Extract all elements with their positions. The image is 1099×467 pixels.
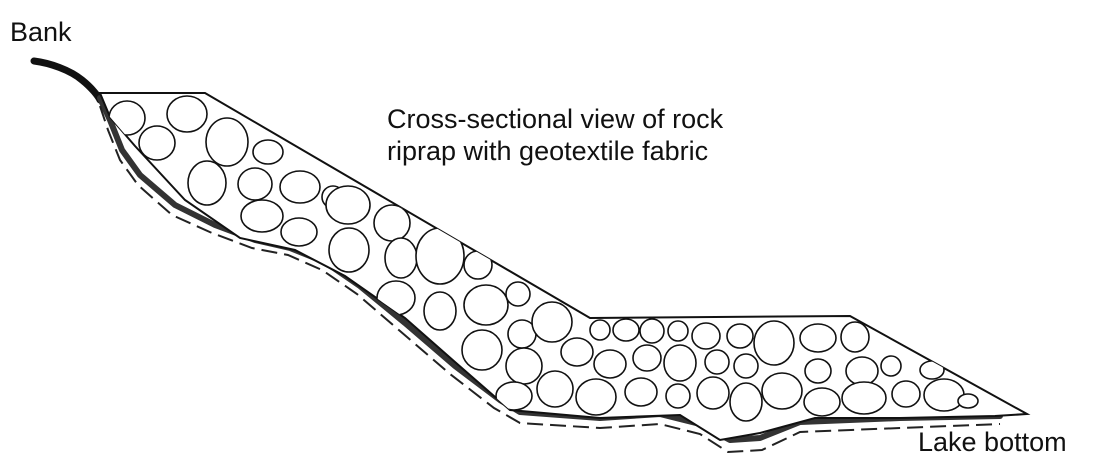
caption-line-2: riprap with geotextile fabric	[387, 135, 723, 167]
rock	[576, 379, 616, 415]
rock	[464, 251, 492, 279]
rock	[805, 359, 831, 383]
rock	[206, 118, 248, 166]
rock	[924, 379, 964, 411]
bank-label: Bank	[10, 16, 72, 48]
rock	[532, 302, 572, 342]
rock	[640, 319, 664, 343]
rock	[238, 168, 272, 200]
diagram-caption: Cross-sectional view of rock riprap with…	[387, 103, 723, 167]
rock	[594, 350, 626, 378]
rock	[625, 378, 657, 406]
rock	[762, 373, 802, 409]
rock	[697, 377, 729, 409]
rock	[664, 345, 696, 381]
rock	[424, 292, 456, 330]
rock	[800, 324, 836, 352]
rock	[537, 371, 573, 407]
rock	[506, 282, 530, 306]
rock	[804, 388, 840, 416]
rock	[462, 330, 502, 370]
lake-bottom-label: Lake bottom	[918, 426, 1067, 458]
rock	[590, 320, 610, 340]
rock	[881, 356, 901, 376]
rock	[496, 382, 532, 410]
rock	[668, 321, 688, 341]
rock	[385, 238, 417, 278]
rock	[892, 381, 920, 407]
rock	[958, 394, 978, 408]
rock	[167, 96, 207, 132]
rock	[613, 319, 639, 341]
caption-line-1: Cross-sectional view of rock	[387, 103, 723, 135]
rock	[281, 218, 317, 246]
rock	[633, 345, 661, 371]
rock	[280, 171, 320, 203]
rock	[727, 324, 753, 348]
rock	[241, 200, 283, 232]
rock	[464, 285, 508, 325]
rock	[416, 228, 464, 284]
rock	[377, 281, 415, 315]
rock	[841, 322, 869, 352]
bank-surface-line	[34, 61, 100, 100]
rock	[666, 384, 690, 408]
rock	[754, 321, 794, 365]
rock	[730, 383, 762, 421]
rock	[692, 323, 720, 349]
rock	[846, 357, 878, 385]
rock	[374, 205, 410, 241]
rock	[326, 186, 370, 224]
rock	[842, 382, 886, 414]
rock	[561, 338, 593, 366]
rock	[506, 348, 542, 384]
rock	[139, 126, 175, 160]
rock	[705, 350, 729, 374]
rock	[920, 361, 944, 379]
rock	[329, 228, 369, 272]
rock	[734, 354, 758, 378]
rock	[188, 161, 226, 205]
rock	[253, 140, 283, 164]
